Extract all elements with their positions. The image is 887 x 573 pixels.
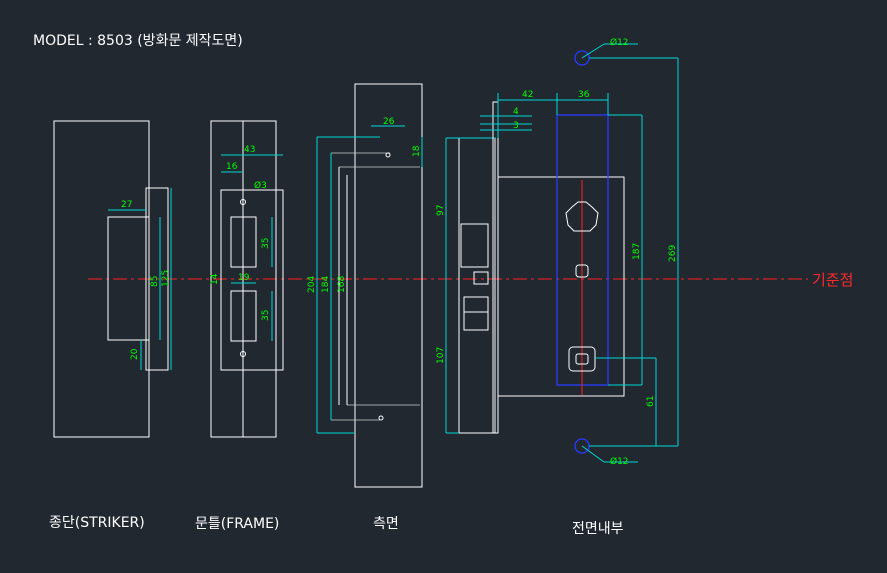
dim-168: 168 [337,276,347,293]
mortise-latch [460,223,489,268]
dim-dia12-top: Ø12 [610,37,629,48]
dim-18: 18 [412,145,422,157]
thumbturn-spindle [575,264,589,278]
frame-cutout-upper [230,216,257,268]
striker-outline [145,187,169,371]
side-view: 26 18 204 184 168 [307,83,423,488]
drawing-title: MODEL : 8503 (방화문 제작도면) [33,33,243,49]
mortise-deadbolt [463,296,489,331]
view-label-striker: 종단(STRIKER) [49,515,145,531]
dim-184: 184 [321,276,331,293]
frame-strike-recess [220,189,284,371]
dim-27: 27 [121,200,132,210]
dim-187: 187 [632,243,642,260]
dim-269: 269 [668,245,678,262]
frame-cutout-lower [230,290,257,342]
side-hole-top [385,152,391,158]
dim-125: 125 [161,270,171,287]
mortise-case [458,137,496,434]
striker-opening [107,216,150,341]
dim-61: 61 [646,396,656,407]
dim-107: 107 [436,347,446,364]
dim-97: 97 [436,205,446,216]
side-plate [354,83,423,488]
front-interior-view: Ø12 Ø12 42 36 4 3 187 269 61 [480,37,679,467]
dim-35-upper: 35 [261,238,271,249]
reference-point-label: 기준점 [812,271,853,289]
dim-85: 85 [150,276,160,287]
mortise-bolt [473,271,489,285]
dim-26: 26 [383,117,395,127]
frame-view: 43 16 Ø3 35 14 19 35 [210,120,284,438]
mortise-profile: 97 107 [436,137,496,434]
dim-20: 20 [130,348,140,360]
dim-dia3: Ø3 [254,180,267,191]
dim-dia12-bottom: Ø12 [610,456,629,467]
view-label-frame: 문틀(FRAME) [195,516,279,532]
dim-43: 43 [244,145,255,155]
view-label-side: 측면 [373,516,399,532]
side-hole-bottom [378,415,384,421]
cylinder-keyhole [565,201,599,232]
dim-204: 204 [307,276,317,293]
striker-view: 27 85 125 20 [53,120,172,438]
view-label-front: 전면내부 [572,521,624,537]
dim-14: 14 [210,273,220,285]
handle-spindle [568,346,596,372]
dim-19: 19 [238,273,250,283]
dim-35-lower: 35 [261,310,271,321]
screw-hole-top [240,199,246,205]
dim-3: 3 [513,121,519,131]
screw-hole-bottom [240,351,246,357]
dim-36: 36 [578,90,590,100]
dim-42: 42 [522,90,533,100]
dim-4: 4 [513,107,519,117]
lock-body [497,176,625,397]
dim-16: 16 [226,162,238,172]
